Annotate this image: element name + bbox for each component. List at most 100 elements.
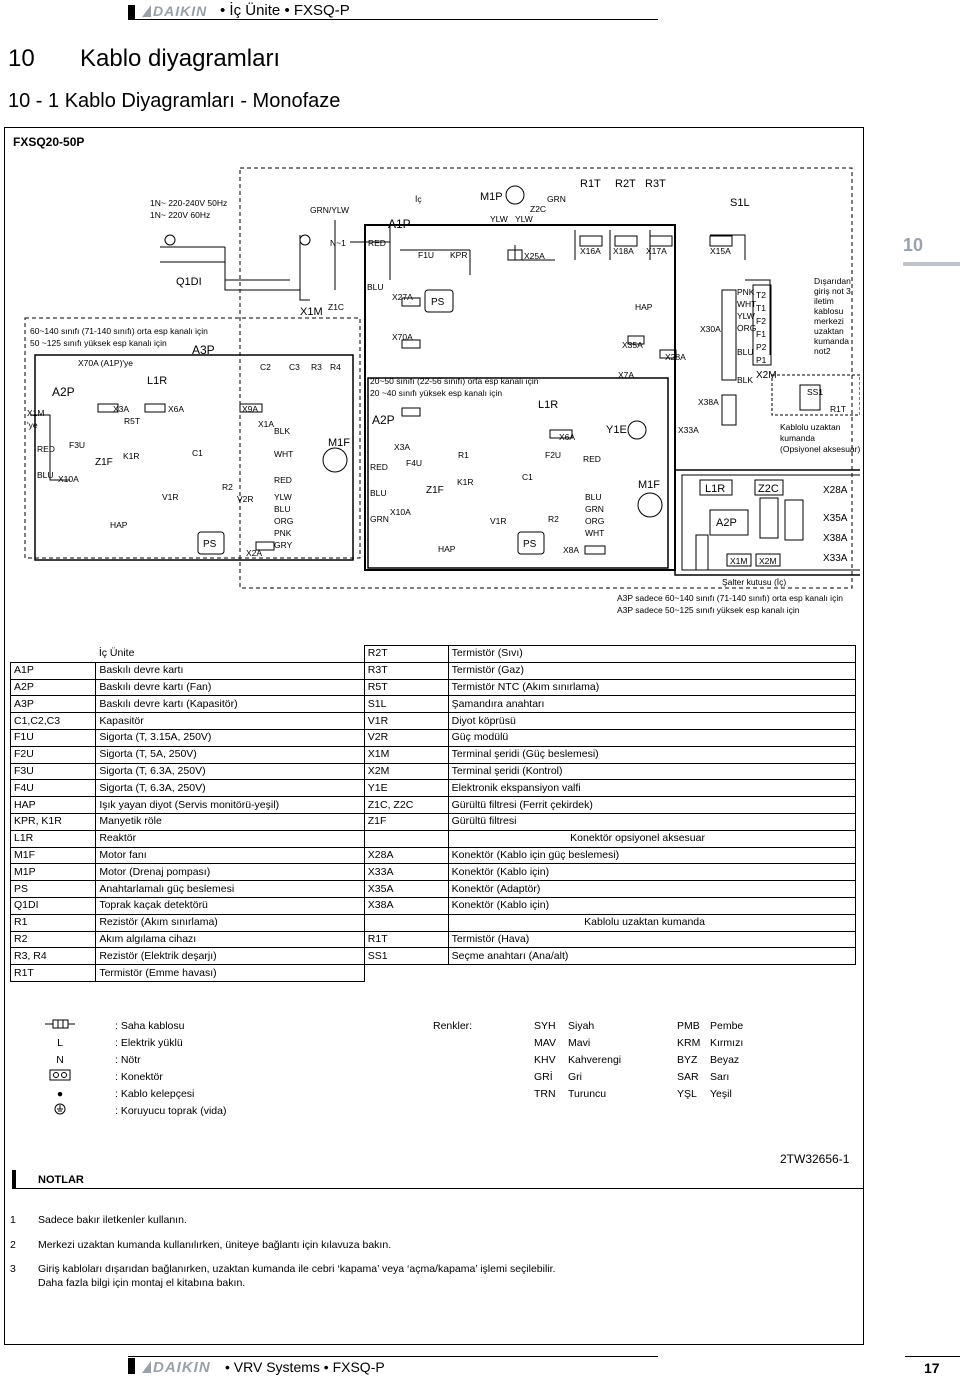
a2p-board-box xyxy=(367,377,669,569)
section-title: 10 - 1 Kablo Diyagramları - Monofaze xyxy=(8,90,341,112)
table-cell: R3T xyxy=(363,661,449,680)
c1-left-label: C1 xyxy=(192,448,203,458)
table-cell: Konektör (Kablo için) xyxy=(447,896,857,915)
chapter-tab-line xyxy=(903,262,960,266)
chapter-tab: 10 xyxy=(903,235,924,255)
table-cell: F4U xyxy=(9,779,97,798)
table-cell: L1R xyxy=(9,829,97,848)
table-cell: X38A xyxy=(363,896,449,915)
table-cell: Terminal şeridi (Kontrol) xyxy=(447,762,857,781)
connector-icon xyxy=(40,1069,80,1087)
table-cell: R3, R4 xyxy=(9,947,97,966)
table-cell: R1T xyxy=(9,964,97,982)
r4-label: R4 xyxy=(330,362,341,372)
legend-heading: İç Ünite xyxy=(98,647,135,660)
table-cell: X2M xyxy=(363,762,449,781)
table-cell: Diyot köprüsü xyxy=(447,712,857,730)
ic-label: İç xyxy=(415,194,422,204)
footer-title: • VRV Systems • FXSQ-P xyxy=(225,1359,385,1375)
x1a-label: X1A xyxy=(258,419,274,429)
outside-label-3: kablosu xyxy=(814,306,844,316)
x18a-label: X18A xyxy=(613,246,634,256)
terminal-strip-icon xyxy=(40,1018,80,1035)
x15a-label: X15A xyxy=(710,246,731,256)
table-cell: R1 xyxy=(9,913,97,932)
a1p-board-box xyxy=(364,224,676,571)
r1t-remote-label: R1T xyxy=(830,404,846,414)
content-frame xyxy=(4,127,864,1345)
ps-label-1: PS xyxy=(431,297,445,308)
ss1-label: SS1 xyxy=(807,387,823,397)
s1l-label: S1L xyxy=(730,197,750,209)
hap-left-label: HAP xyxy=(110,520,128,530)
table-cell: Kablolu uzaktan kumanda xyxy=(447,913,857,932)
switchbox-note-1: A3P sadece 50~125 sınıfı yüksek esp kana… xyxy=(617,605,800,615)
x70a-note: X70A (A1P)'ye xyxy=(78,358,133,368)
x17a-label: X17A xyxy=(646,246,667,256)
blu-term-label: BLU xyxy=(737,347,754,357)
table-cell xyxy=(448,965,855,982)
outside-label-4: merkezi xyxy=(814,316,844,326)
x1m-note-1: 'ye xyxy=(27,420,38,430)
red-motor-label: RED xyxy=(274,475,292,485)
page-number: 17 xyxy=(924,1360,940,1376)
header-title: • İç Ünite • FXSQ-P xyxy=(220,2,350,19)
r1-label: R1 xyxy=(458,450,469,460)
daikin-logo-footer: DAIKIN xyxy=(142,1359,211,1376)
table-cell: Baskılı devre kartı (Kapasitör) xyxy=(95,695,365,714)
table-cell: Rezistör (Akım sınırlama) xyxy=(95,913,365,932)
x1m-label: X1M xyxy=(300,306,323,318)
table-cell: Toprak kaçak detektörü xyxy=(95,896,365,915)
x8a-label: X8A xyxy=(563,545,579,555)
table-cell: Rezistör (Elektrik deşarjı) xyxy=(95,947,365,966)
x70a-label: X70A xyxy=(392,332,413,342)
z1f-right-label: Z1F xyxy=(426,485,444,496)
table-cell: Z1C, Z2C xyxy=(363,796,449,814)
z1c-label: Z1C xyxy=(328,302,344,312)
table-cell: Akım algılama cihazı xyxy=(95,930,365,949)
t2-label: T2 xyxy=(756,290,766,300)
table-cell: Termistör NTC (Akım sınırlama) xyxy=(447,678,857,697)
header-bar xyxy=(128,5,135,19)
z2c-label: Z2C xyxy=(530,204,546,214)
blu-m1f-label: BLU xyxy=(585,492,602,502)
table-cell: C1,C2,C3 xyxy=(9,712,97,730)
table-cell xyxy=(363,913,449,932)
v1r-right-label: V1R xyxy=(490,516,507,526)
a1p-label: A1P xyxy=(388,217,411,231)
x28a-box-label: X28A xyxy=(823,485,848,496)
t1-label: T1 xyxy=(756,303,766,313)
x2m-label: X2M xyxy=(756,370,777,381)
ylw-label-2: YLW xyxy=(515,214,533,224)
note-a3p-0: 60~140 sınıfı (71-140 sınıfı) orta esp k… xyxy=(30,326,208,336)
a3p-label: A3P xyxy=(192,343,215,357)
indoor-unit-boundary xyxy=(239,167,853,589)
table-cell: M1F xyxy=(9,846,97,865)
x10a-left-label: X10A xyxy=(58,474,79,484)
blk-term-label: BLK xyxy=(737,375,753,385)
k1r-right-label: K1R xyxy=(457,477,474,487)
table-cell: Konektör (Adaptör) xyxy=(447,880,857,898)
x16a-label: X16A xyxy=(580,246,601,256)
pnk-label: PNK xyxy=(737,287,755,297)
red-right-label: RED xyxy=(370,462,388,472)
wiring-diagram: 1N~ 220-240V 50Hz 1N~ 220V 60Hz Q1DI X1M… xyxy=(24,167,860,615)
note-a2p-0: 20~50 sınıfı (22-56 sınıfı) orta esp kan… xyxy=(370,376,539,386)
table-cell: X33A xyxy=(363,863,449,882)
grn-right-label: GRN xyxy=(370,514,389,524)
c3-label: C3 xyxy=(289,362,300,372)
ylw-label-1: YLW xyxy=(490,214,508,224)
hap-label-1: HAP xyxy=(635,302,653,312)
v1r-left-label: V1R xyxy=(162,492,179,502)
x38a-box-label: X38A xyxy=(823,533,848,544)
power-label-2: 1N~ 220V 60Hz xyxy=(150,210,210,220)
n1-label: N~1 xyxy=(330,238,346,248)
x10a-right-label: X10A xyxy=(390,507,411,517)
